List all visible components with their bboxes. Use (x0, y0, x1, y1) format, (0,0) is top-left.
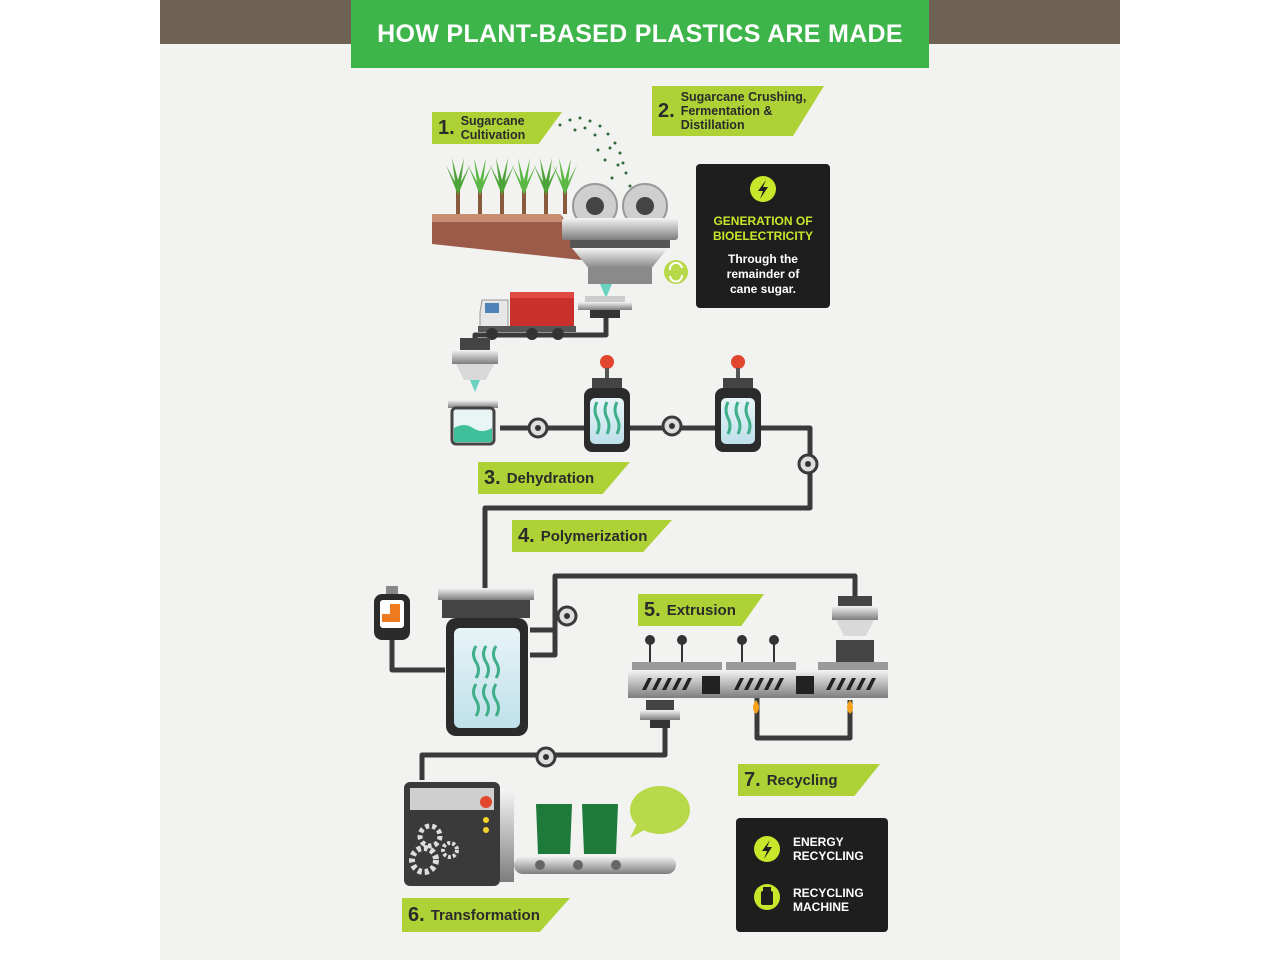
energy-recycling-label: ENERGY RECYCLING (793, 835, 864, 863)
im-green-badge: I'm green (641, 796, 681, 822)
step-4-label: 4. Polymerization (512, 520, 672, 552)
infographic-panel: HOW PLANT-BASED PLASTICS ARE MADE (160, 0, 1120, 960)
reactor-tank-icon (715, 355, 761, 452)
step-3-label: 3. Dehydration (478, 462, 630, 494)
bioelectricity-heading: GENERATION OF BIOELECTRICITY (712, 214, 813, 243)
step-1-label: 1. Sugarcane Cultivation (432, 112, 562, 144)
dehydration-tank-icon (448, 400, 498, 446)
polymerization-tank-icon (438, 588, 534, 736)
reactor-tank-icon (584, 355, 630, 452)
molding-machine-icon (404, 782, 676, 886)
step-6-label: 6. Transformation (402, 898, 570, 932)
plastic-bag-icon (536, 804, 618, 854)
crusher-machine-icon (562, 183, 688, 318)
particles-icon (558, 116, 632, 188)
sugarcane-plant-icon (446, 158, 577, 214)
bioelectricity-text: Through the remainder of cane sugar. (726, 252, 800, 296)
recycling-box: ENERGY RECYCLING RECYCLING MACHINE (736, 818, 888, 932)
step-7-label: 7. Recycling (738, 764, 880, 796)
step-5-label: 5. Extrusion (638, 594, 764, 626)
recycling-machine-label: RECYCLING MACHINE (793, 886, 864, 914)
step-2-label: 2. Sugarcane Crushing, Fermentation & Di… (652, 86, 824, 136)
dispenser-icon (452, 338, 498, 392)
bioelectricity-box: GENERATION OF BIOELECTRICITY Through the… (696, 164, 830, 308)
soil-icon (432, 214, 600, 262)
gauge-icon (374, 586, 410, 640)
truck-icon (478, 292, 576, 340)
page-title: HOW PLANT-BASED PLASTICS ARE MADE (351, 0, 929, 68)
